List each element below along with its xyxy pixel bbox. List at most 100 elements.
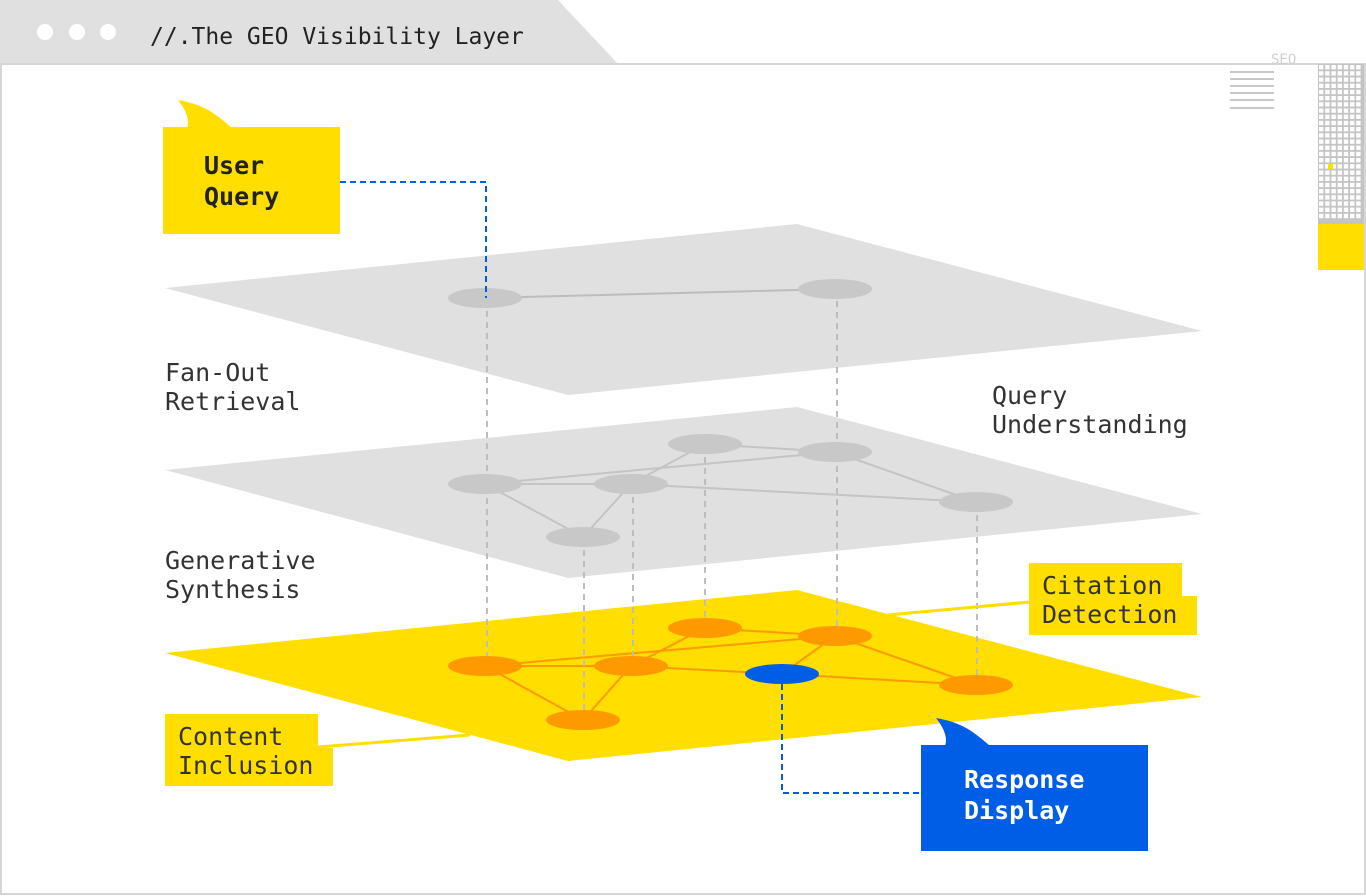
svg-text:Citation Detection: Citation Detection: [1042, 571, 1177, 629]
grid-cell: [1331, 189, 1336, 194]
grid-cell: [1325, 89, 1330, 95]
grid-cell: [1343, 96, 1349, 101]
query-understanding-label: Query Understanding: [992, 381, 1188, 439]
grid-cell: [1356, 108, 1361, 113]
speech-tail-icon: [936, 718, 990, 746]
grid-cell: [1325, 145, 1330, 150]
grid-cell: [1319, 114, 1324, 119]
grid-cell: [1319, 195, 1324, 200]
grid-cell: [1343, 139, 1349, 144]
grid-cell: [1356, 207, 1361, 212]
grid-cell: [1350, 89, 1355, 95]
window-dot-1-icon[interactable]: [37, 24, 53, 40]
grid-cell: [1350, 151, 1355, 157]
grid-cell: [1319, 182, 1324, 188]
grid-cell: [1356, 170, 1361, 175]
grid-cell: [1337, 207, 1342, 212]
grid-cell: [1325, 108, 1330, 113]
response-display-callout: Response Display: [921, 718, 1148, 851]
grid-cell: [1350, 207, 1355, 212]
grid-cell: [1356, 127, 1361, 132]
grid-cell: [1319, 120, 1324, 126]
node-top-2: [798, 279, 872, 299]
grid-cell: [1325, 195, 1330, 200]
grid-cell: [1319, 83, 1324, 88]
grid-cell: [1331, 213, 1336, 219]
grid-cell: [1350, 96, 1355, 101]
grid-cell: [1319, 71, 1324, 76]
grid-cell: [1350, 108, 1355, 113]
grid-cell: [1325, 189, 1330, 194]
grid-cell: [1331, 145, 1336, 150]
grid-cell: [1331, 65, 1336, 70]
grid-cell: [1337, 189, 1342, 194]
svg-text:Content Inclusion: Content Inclusion: [178, 722, 313, 780]
node-mid-1: [448, 474, 522, 494]
grid-cell: [1325, 207, 1330, 212]
grid-cell: [1325, 96, 1330, 101]
grid-cell: [1319, 102, 1324, 107]
window-dot-2-icon[interactable]: [69, 24, 85, 40]
grid-cell: [1331, 207, 1336, 212]
grid-cell: [1325, 83, 1330, 88]
svg-text:User Query: User Query: [204, 151, 279, 211]
grid-cell: [1331, 151, 1336, 157]
grid-cell: [1337, 145, 1342, 150]
grid-cell: [1331, 195, 1336, 200]
grid-cell: [1350, 182, 1355, 188]
node-response-blue: [745, 664, 819, 684]
citation-detection-label: Citation Detection: [1029, 563, 1197, 635]
plane-top: [165, 224, 1202, 395]
grid-cell: [1356, 65, 1361, 70]
grid-cell: [1319, 189, 1324, 194]
node-mid-6: [939, 492, 1013, 512]
response-display-line-2: Display: [964, 796, 1069, 825]
window-dot-3-icon[interactable]: [100, 24, 116, 40]
content-inclusion-label: Content Inclusion: [165, 714, 333, 786]
grid-cell: [1343, 170, 1349, 175]
grid-cell: [1350, 77, 1355, 82]
grid-cell: [1343, 120, 1349, 126]
grid-cell: [1331, 139, 1336, 144]
grid-cell: [1350, 114, 1355, 119]
grid-cell: [1325, 65, 1330, 70]
grid-cell: [1356, 133, 1361, 138]
grid-cell: [1325, 213, 1330, 219]
grid-cell: [1331, 96, 1336, 101]
grid-cell: [1337, 176, 1342, 181]
grid-cell: [1337, 133, 1342, 138]
grid-cell: [1350, 127, 1355, 132]
grid-cell: [1350, 158, 1355, 163]
grid-cell: [1331, 127, 1336, 132]
node-mid-4: [798, 442, 872, 462]
grid-cell: [1343, 176, 1349, 181]
grid-cell: [1356, 176, 1361, 181]
grid-cell: [1319, 170, 1324, 175]
grid-cell: [1331, 77, 1336, 82]
grid-cell: [1319, 96, 1324, 101]
window-tab: [0, 0, 618, 64]
grid-cell: [1331, 176, 1336, 181]
grid-cell: [1350, 71, 1355, 76]
grid-cell: [1325, 151, 1330, 157]
grid-cell: [1325, 127, 1330, 132]
grid-cell: [1331, 71, 1336, 76]
grid-cell: [1350, 145, 1355, 150]
grid-cell: [1343, 114, 1349, 119]
grid-cell: [1319, 108, 1324, 113]
window-frame: [0, 63, 1366, 895]
grid-cell: [1319, 77, 1324, 82]
node-mid-2: [594, 474, 668, 494]
user-query-callout: User Query: [163, 100, 340, 234]
response-connector: [781, 684, 922, 794]
grid-cell: [1331, 108, 1336, 113]
grid-cell: [1337, 213, 1342, 219]
grid-cell: [1319, 89, 1324, 95]
node-bot-1: [448, 656, 522, 676]
generative-synthesis-label: Generative Synthesis: [165, 546, 331, 604]
grid-cell: [1356, 151, 1361, 157]
grid-cell: [1337, 89, 1342, 95]
grid-cell: [1325, 71, 1330, 76]
